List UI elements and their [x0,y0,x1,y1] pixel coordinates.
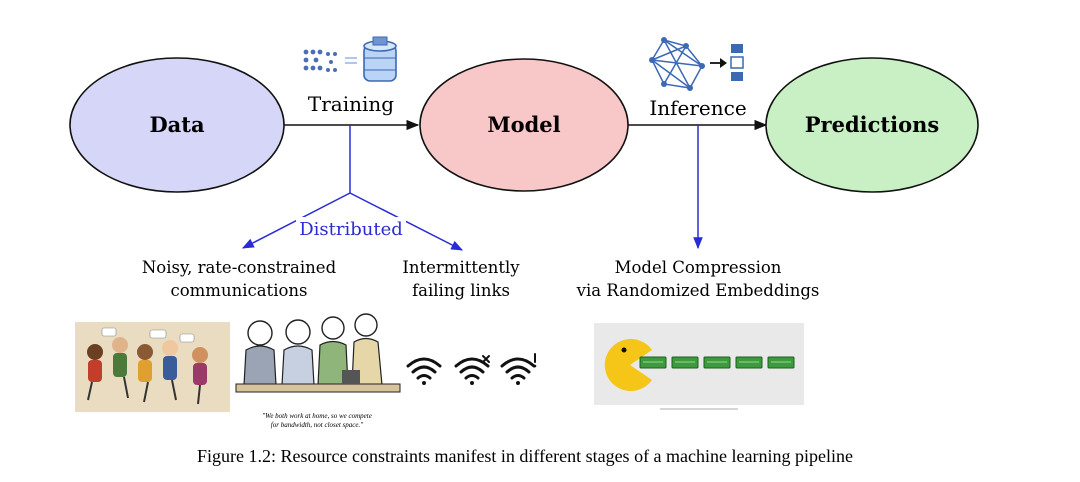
data-node-label: Data [149,112,205,137]
figure-caption: Figure 1.2: Resource constraints manifes… [197,446,853,466]
predictions-node: Predictions [765,57,979,193]
office-workers-cartoon: "We both work at home, so we compete for… [232,310,404,434]
predictions-node-label: Predictions [805,112,939,137]
pacman-eating-blocks-illustration [594,323,804,410]
noisy-comm-line2: communications [170,281,307,300]
network-to-layers-icon [649,37,744,91]
cartoon-caption-line2: for bandwidth, not closet space." [271,421,363,429]
noisy-comm-line1: Noisy, rate-constrained [142,258,337,277]
training-label: Training [308,92,394,116]
model-node: Model [419,58,629,192]
failing-links-line2: failing links [412,281,510,300]
data-to-database-icon [303,36,397,82]
distributed-label: Distributed [299,219,403,240]
cartoon-caption-line1: "We both work at home, so we compete [262,412,372,420]
wifi-icon [406,357,442,385]
compression-line2: via Randomized Embeddings [576,281,820,300]
data-node: Data [69,57,285,193]
wifi-error-icon [454,355,490,385]
model-node-label: Model [487,112,560,137]
compression-line1: Model Compression [615,258,782,277]
inference-label: Inference [649,96,746,120]
wifi-warning-icon [500,353,537,385]
failing-links-line1: Intermittently [402,258,520,277]
crowd-talking-illustration [75,322,230,412]
